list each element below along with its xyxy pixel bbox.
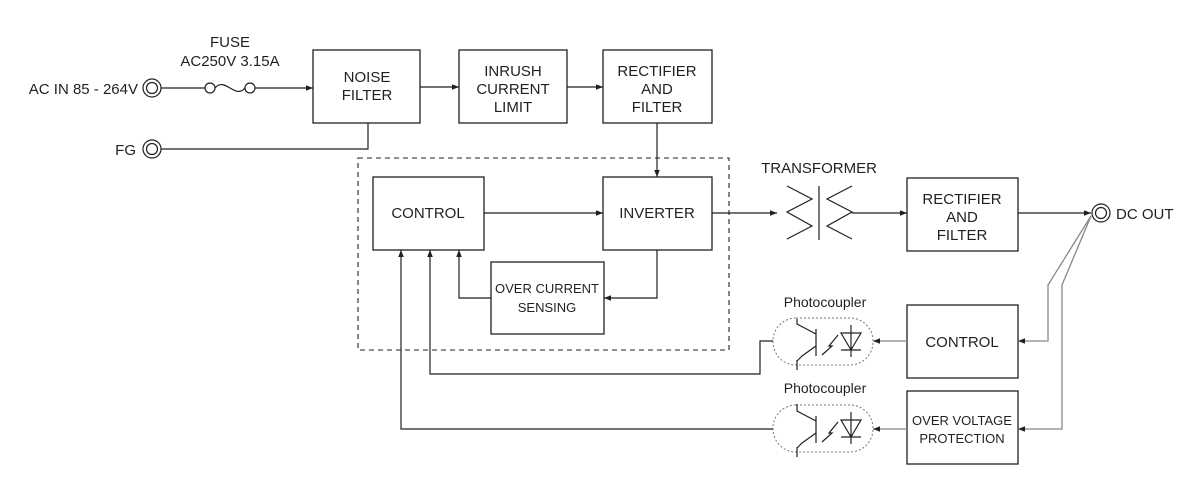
ac-in-label: AC IN 85 - 264V	[29, 81, 138, 98]
svg-text:RECTIFIER: RECTIFIER	[922, 191, 1001, 208]
over-current-sensing-block: OVER CURRENT SENSING	[490, 261, 605, 335]
svg-text:SENSING: SENSING	[518, 300, 577, 315]
photocoupler-2-icon	[772, 404, 874, 457]
svg-text:FILTER: FILTER	[632, 99, 683, 116]
fuse-icon	[204, 82, 256, 94]
svg-text:AND: AND	[641, 81, 673, 98]
svg-text:LIMIT: LIMIT	[494, 99, 532, 116]
svg-text:OVER VOLTAGE: OVER VOLTAGE	[912, 413, 1012, 428]
control-secondary-block: CONTROL	[906, 304, 1019, 379]
svg-text:INRUSH: INRUSH	[484, 63, 542, 80]
fuse-rating: AC250V 3.15A	[180, 53, 279, 70]
over-voltage-protection-block: OVER VOLTAGE PROTECTION	[906, 390, 1019, 465]
dc-out-terminal-icon	[1091, 203, 1111, 223]
svg-text:OVER CURRENT: OVER CURRENT	[495, 281, 599, 296]
inverter-block: INVERTER	[602, 176, 713, 251]
svg-text:FILTER: FILTER	[342, 87, 393, 104]
fg-terminal-icon	[142, 139, 162, 159]
svg-text:FILTER: FILTER	[937, 227, 988, 244]
transformer-label: TRANSFORMER	[761, 160, 877, 177]
photocoupler-1-label: Photocoupler	[784, 294, 867, 310]
photocoupler-2-label: Photocoupler	[784, 380, 867, 396]
dc-out-label: DC OUT	[1116, 206, 1174, 223]
svg-text:AND: AND	[946, 209, 978, 226]
svg-text:NOISE: NOISE	[344, 69, 391, 86]
ac-in-terminal-icon	[142, 78, 162, 98]
transformer-icon	[785, 185, 854, 240]
svg-text:CONTROL: CONTROL	[391, 205, 464, 222]
svg-text:INVERTER: INVERTER	[619, 205, 695, 222]
photocoupler-1-icon	[772, 317, 874, 370]
fg-label: FG	[115, 142, 136, 159]
svg-text:CURRENT: CURRENT	[476, 81, 549, 98]
svg-text:PROTECTION: PROTECTION	[919, 431, 1004, 446]
svg-text:RECTIFIER: RECTIFIER	[617, 63, 696, 80]
control-primary-block: CONTROL	[372, 176, 485, 251]
primary-region-outline	[357, 157, 730, 351]
svg-text:CONTROL: CONTROL	[925, 334, 998, 351]
fuse-title: FUSE	[210, 34, 250, 51]
